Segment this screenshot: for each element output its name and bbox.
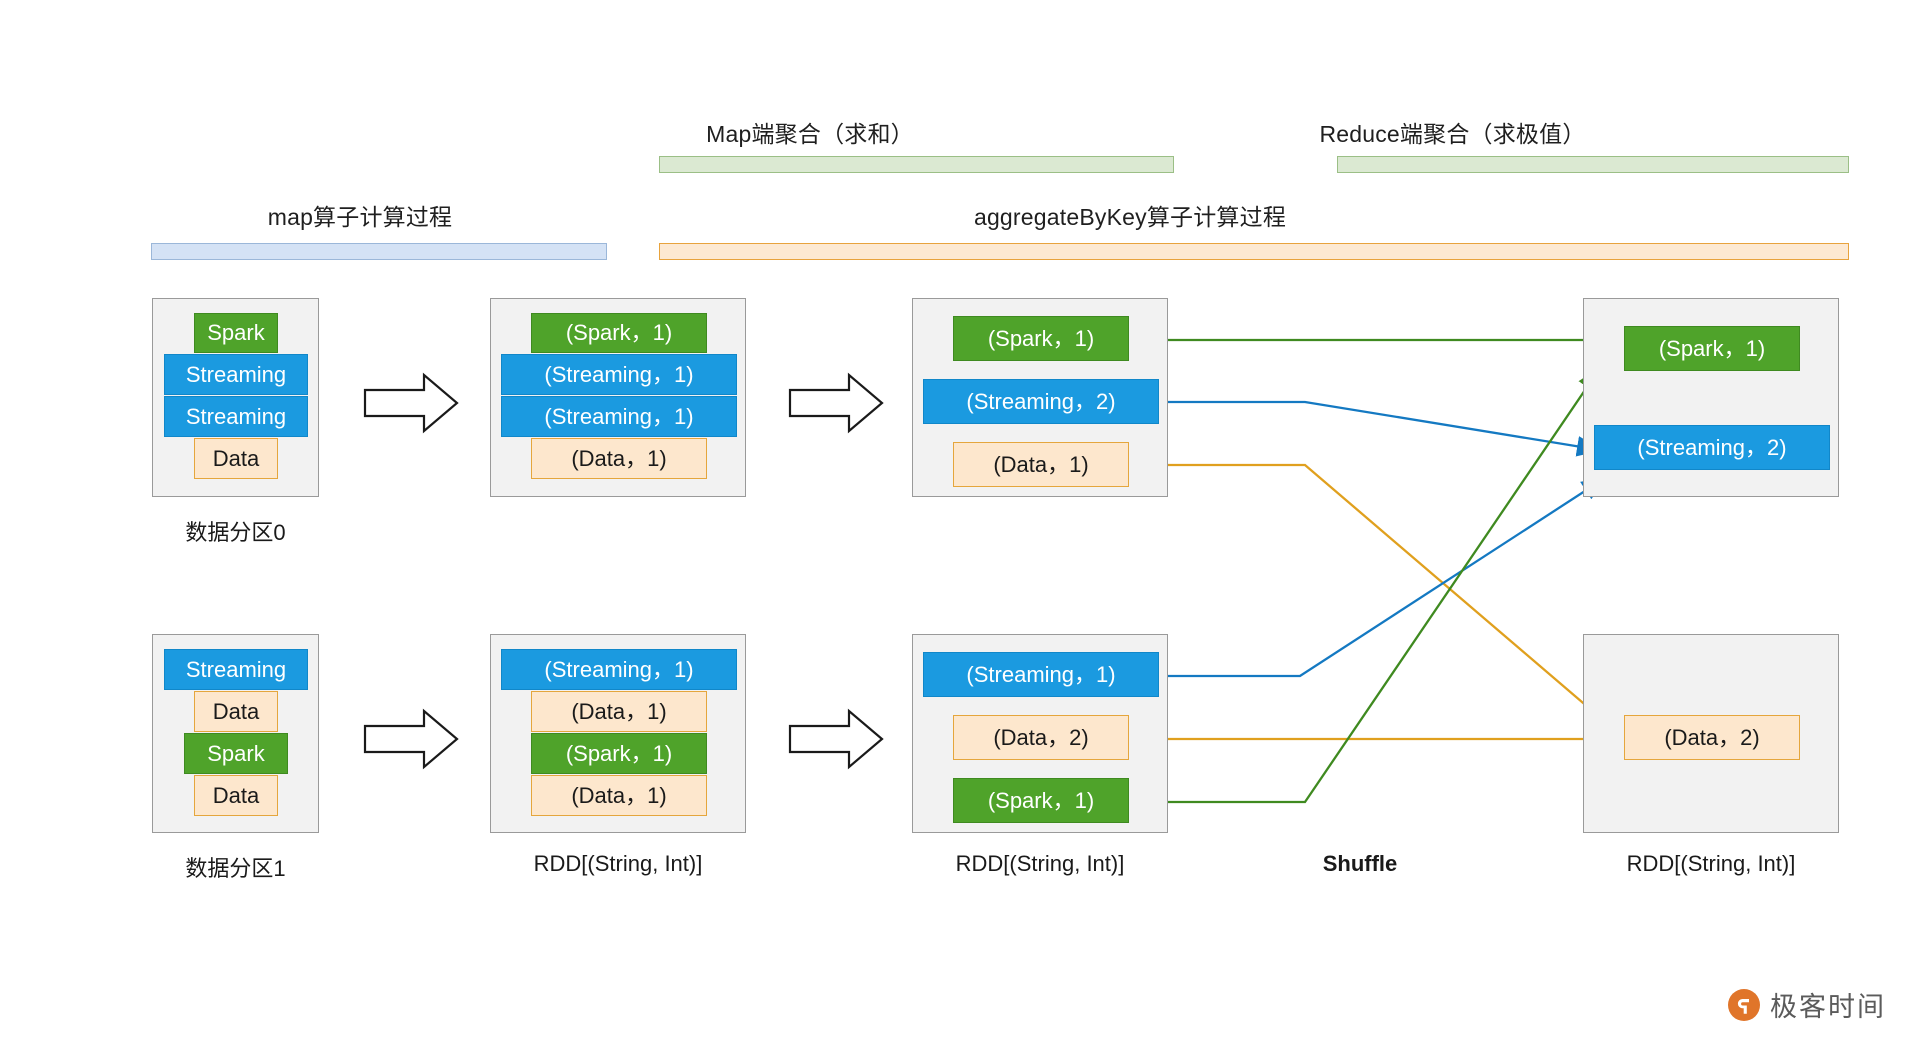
partition-box-result-0: (Spark，1) (Streaming，2) — [1583, 298, 1839, 497]
phase-title-aggregate: aggregateByKey算子计算过程 — [973, 204, 1287, 230]
watermark: 极客时间 — [1727, 985, 1886, 1024]
phase-bar-map — [151, 243, 607, 260]
caption-aggregated-rdd: RDD[(String, Int)] — [955, 851, 1125, 876]
record-chip: (Streaming，1) — [501, 396, 737, 437]
record-chip: (Data，2) — [1624, 715, 1800, 760]
record-chip: (Data，1) — [531, 775, 707, 816]
partition-box-aggregated-0: (Spark，1) (Streaming，2) (Data，1) — [912, 298, 1168, 497]
shuffle-link-data-top — [1168, 463, 1612, 728]
shuffle-label: Shuffle — [1322, 851, 1398, 876]
record-chip: (Spark，1) — [953, 316, 1129, 361]
record-chip: (Data，1) — [531, 691, 707, 732]
record-chip: (Data，1) — [953, 442, 1129, 487]
partition-box-source-0: Spark Streaming Streaming Data — [152, 298, 319, 497]
map-arrow-bottom-left — [363, 708, 459, 770]
phase-title-map: map算子计算过程 — [267, 204, 453, 230]
record-chip: Streaming — [164, 396, 308, 437]
record-chip: Streaming — [164, 354, 308, 395]
map-arrow-bottom-right — [788, 708, 884, 770]
phase-title-map-side: Map端聚合（求和） — [706, 121, 914, 147]
partition-box-source-1: Streaming Data Spark Data — [152, 634, 319, 833]
map-arrow-top-right — [788, 372, 884, 434]
phase-bar-aggregate — [659, 243, 1849, 260]
caption-mapped-rdd: RDD[(String, Int)] — [533, 851, 703, 876]
watermark-text: 极客时间 — [1770, 992, 1886, 1022]
shuffle-link-streaming-bottom — [1168, 476, 1607, 678]
phase-bar-reduce-side — [1337, 156, 1849, 173]
caption-partition-0: 数据分区0 — [185, 520, 286, 545]
record-chip: (Streaming，2) — [923, 379, 1159, 424]
record-chip: Streaming — [164, 649, 308, 690]
record-chip: (Streaming，1) — [501, 649, 737, 690]
partition-box-aggregated-1: (Streaming，1) (Data，2) (Spark，1) — [912, 634, 1168, 833]
partition-box-result-1: (Data，2) — [1583, 634, 1839, 833]
record-chip: Spark — [194, 313, 278, 353]
record-chip: (Streaming，2) — [1594, 425, 1830, 470]
record-chip: (Streaming，1) — [501, 354, 737, 395]
partition-box-mapped-1: (Streaming，1) (Data，1) (Spark，1) (Data，1… — [490, 634, 746, 833]
caption-result-rdd: RDD[(String, Int)] — [1626, 851, 1796, 876]
record-chip: (Data，2) — [953, 715, 1129, 760]
shuffle-link-spark-bottom — [1168, 366, 1602, 804]
record-chip: (Streaming，1) — [923, 652, 1159, 697]
phase-bar-map-side — [659, 156, 1174, 173]
phase-title-reduce-side: Reduce端聚合（求极值） — [1319, 121, 1586, 147]
map-arrow-top-left — [363, 372, 459, 434]
record-chip: (Spark，1) — [531, 313, 707, 353]
record-chip: (Spark，1) — [531, 733, 707, 774]
caption-partition-1: 数据分区1 — [185, 856, 286, 881]
record-chip: Data — [194, 691, 278, 732]
partition-box-mapped-0: (Spark，1) (Streaming，1) (Streaming，1) (D… — [490, 298, 746, 497]
geektime-logo-icon — [1728, 988, 1760, 1021]
shuffle-link-streaming-top — [1168, 400, 1603, 457]
record-chip: Data — [194, 438, 278, 479]
shuffle-link-spark-top — [1168, 334, 1628, 355]
record-chip: Data — [194, 775, 278, 816]
record-chip: (Data，1) — [531, 438, 707, 479]
record-chip: (Spark，1) — [1624, 326, 1800, 371]
record-chip: Spark — [184, 733, 288, 774]
record-chip: (Spark，1) — [953, 778, 1129, 823]
